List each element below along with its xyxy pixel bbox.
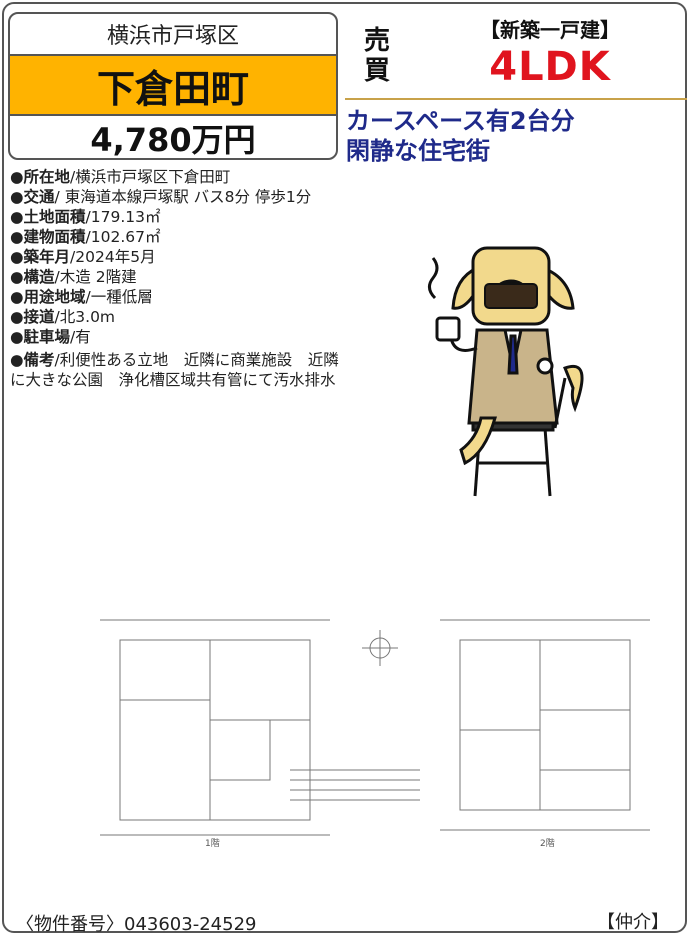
mascot-dog-illustration — [428, 246, 584, 497]
detail-row-land-area: ●土地面積/179.13㎡ — [10, 208, 161, 226]
floor-plan-diagram: 1階 2階 — [100, 619, 650, 849]
detail-row-structure: ●構造/木造 2階建 — [10, 268, 137, 286]
detail-row-building-area: ●建物面積/102.67㎡ — [10, 228, 161, 246]
property-type: 【新築一戸建】 — [480, 18, 620, 42]
header-divider — [345, 98, 687, 100]
detail-row-address: ●所在地/横浜市戸塚区下倉田町 — [10, 168, 231, 186]
floor1-label: 1階 — [205, 838, 220, 849]
detail-row-zoning: ●用途地域/一種低層 — [10, 288, 153, 306]
detail-row-access: ●交通/ 東海道本線戸塚駅 バス8分 停歩1分 — [10, 188, 312, 206]
catchcopy-line-1: カースペース有2台分 — [346, 107, 575, 135]
price: 4,780万円 — [90, 121, 256, 159]
detail-row-parking: ●駐車場/有 — [10, 328, 91, 346]
detail-row-remarks: ●備考/利便性ある立地 近隣に商業施設 近隣に大きな公園 浄化槽区域共有管にて汚… — [10, 351, 339, 389]
catchcopy: カースペース有2台分 閑静な住宅街 — [346, 106, 686, 166]
property-details: ●所在地/横浜市戸塚区下倉田町 ●交通/ 東海道本線戸塚駅 バス8分 停歩1分 … — [10, 167, 345, 390]
floor2-label: 2階 — [540, 838, 555, 849]
detail-row-road: ●接道/北3.0m — [10, 308, 116, 326]
town-name: 下倉田町 — [10, 54, 336, 116]
detail-row-built-date: ●築年月/2024年5月 — [10, 248, 156, 266]
ward-name: 横浜市戸塚区 — [106, 24, 239, 49]
transaction-kind: 【仲介】 — [597, 912, 669, 933]
sale-type: 売買 — [363, 26, 390, 86]
layout-type: 4LDK — [489, 44, 611, 90]
property-number: 〈物件番号〉043603-24529 — [16, 914, 257, 935]
catchcopy-line-2: 閑静な住宅街 — [346, 137, 490, 165]
title-box: 横浜市戸塚区 下倉田町 4,780万円 — [8, 12, 338, 160]
